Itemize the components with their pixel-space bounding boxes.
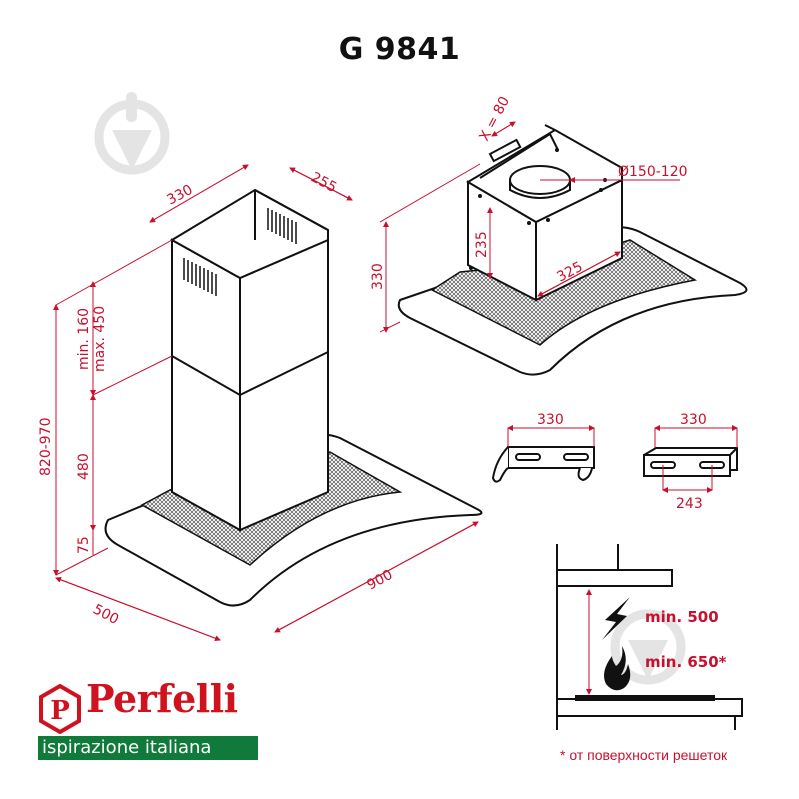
dim-width: 900 [364,567,395,594]
dim-motor-total-height: 330 [370,263,386,290]
installation-diagram [556,544,743,730]
bracket-2-drawing [643,447,738,477]
dim-block-height: 235 [474,231,490,258]
dim-canopy-height: 75 [76,536,92,554]
dim-chimney-depth: 255 [308,169,339,196]
motor-unit-drawing [397,124,748,376]
dim-depth: 500 [90,601,121,628]
perfelli-emblem-icon: P [39,684,81,734]
main-hood-drawing [104,188,483,607]
dim-bracket-1-width: 330 [537,412,564,428]
main-dimension-lines [53,164,479,642]
dim-extension-min: min. 160 [76,308,92,370]
dim-hole-spacing: 243 [676,496,703,512]
bracket-1-drawing [491,446,595,483]
footnote: * от поверхности решеток [560,747,728,763]
electric-min-height: min. 500 [645,608,719,626]
brand-name: Perfelli [86,676,238,721]
brand-logo: P Perfelli ispirazione italiana [38,676,260,772]
brand-slogan: ispirazione italiana [38,736,258,760]
motor-dimension-lines [379,121,680,333]
gas-min-height: min. 650* [645,653,727,671]
dim-x-offset: X = 80 [476,94,513,144]
dim-lower-chimney: 480 [76,453,92,480]
dim-extension-max: max. 450 [92,306,108,372]
lightning-icon [602,597,630,640]
flame-icon [604,646,631,691]
dim-bracket-2-width: 330 [680,412,707,428]
model-title: G 9841 [338,32,461,67]
dim-outlet-diameter: Ø150-120 [618,164,688,180]
dim-total-height: 820-970 [38,418,54,477]
svg-text:P: P [50,696,70,726]
